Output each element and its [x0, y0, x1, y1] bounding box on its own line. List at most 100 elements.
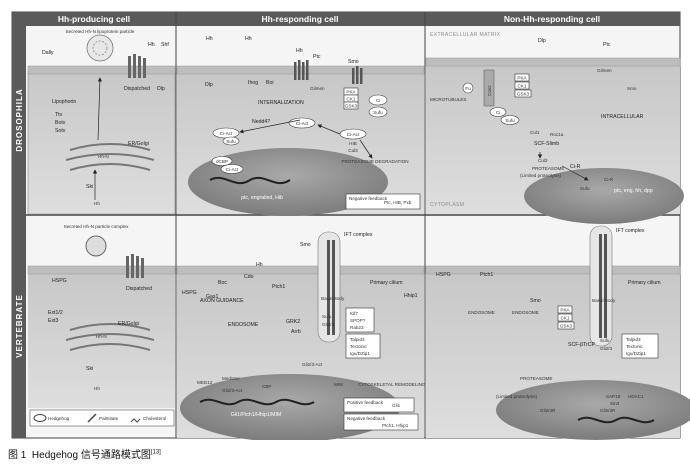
- sufu-label-2: Sufu: [505, 118, 515, 123]
- legend-hedgehog: Hedgehog: [48, 416, 70, 421]
- gsk3-box: [343, 101, 359, 110]
- ttv-label: Ttv: [55, 112, 63, 118]
- hhn-label: Hh-N: [98, 154, 109, 159]
- proteasome-degradation-label: PROTEASOME DEGRADATION: [341, 159, 408, 164]
- ck1-label-3: CK1: [561, 316, 570, 321]
- particle-complex-label: Secreted Hh-N particle complex: [64, 224, 130, 229]
- scf-btrcp-label: SCF-βTrCP: [568, 342, 596, 348]
- internalization-label: INTERNALIZATION: [258, 100, 304, 106]
- dna-helix: [209, 177, 291, 185]
- ciact1-label: Ci-Act: [220, 131, 233, 136]
- cos2-label: Cos2: [487, 85, 492, 96]
- ci-label: Ci: [376, 98, 380, 103]
- ski-label-2: Ski: [86, 366, 93, 372]
- negative-feedback-targets: Ptc, HIB, Pxb: [384, 200, 412, 205]
- er-label: ER/Golgi: [128, 141, 149, 147]
- mim-label: MIM: [334, 382, 343, 387]
- gliact-label: Gli2/3-Act: [302, 362, 323, 367]
- talpid3-label: Talpid3: [350, 337, 365, 342]
- mediator-label: Mediator: [222, 376, 240, 381]
- ciact4-label: Ci-Act: [226, 167, 239, 172]
- ck1-label: CK1: [347, 97, 356, 102]
- intracellular-label: INTRACELLULAR: [601, 114, 644, 120]
- hh-label-2: Hh: [256, 262, 263, 268]
- sufu-label-3: Sufu: [322, 314, 332, 319]
- glir-label: Gli2/3R: [540, 408, 556, 413]
- ci-label-2: Ci: [496, 110, 500, 115]
- hh-mrna-label-2: Hh: [94, 386, 100, 391]
- sufu-label: Sufu: [373, 110, 383, 115]
- caption-prefix: 图 1: [8, 450, 27, 461]
- endosome-label: ENDOSOME: [228, 322, 259, 328]
- legend: [29, 409, 175, 427]
- cdo-label: Cdo: [244, 274, 254, 280]
- nedd4-label: Nedd4?: [252, 119, 270, 125]
- dispatched-channel: [128, 54, 146, 78]
- figure-caption: 图 1 Hedgehog 信号通路模式图[13]: [8, 446, 161, 461]
- ptch1-label: Ptch1: [272, 284, 285, 290]
- row-label-vertebrate: VERTEBRATE: [15, 294, 24, 358]
- scf-slimb-label: SCF-Slimb: [534, 141, 559, 147]
- roc1a-label: Roc1a: [550, 132, 564, 137]
- sin3-label: Sin3: [610, 401, 620, 406]
- boc-label: Boc: [218, 280, 227, 286]
- lipophorin-label: Lipophorin: [52, 99, 76, 105]
- endosome-label-3: ENDOSOME: [512, 310, 539, 315]
- er-golgi: [65, 143, 155, 171]
- glir2-label: Gli2/3R: [600, 408, 616, 413]
- ptc-receptor: [294, 60, 309, 80]
- igu-label-2: Igu/DZip1: [626, 351, 646, 356]
- sotv-label: Sotv: [55, 128, 66, 134]
- caption-text: Hedgehog 信号通路模式图: [31, 450, 151, 461]
- talpid3-label-2: Talpid3: [626, 337, 641, 342]
- positive-feedback-target: Gli1: [392, 403, 401, 408]
- particle-label: Secreted Hh-N lipoprotein particle: [66, 29, 135, 34]
- arrb-label: Arrb: [291, 329, 301, 335]
- negative-feedback-label: Negative feedback: [349, 196, 388, 201]
- header-non-hh-responding: Non-Hh-responding cell: [504, 14, 600, 24]
- ext-label: Ext1/2: [48, 310, 63, 316]
- hh-label: Hh: [148, 42, 155, 48]
- ihog-label: Ihog: [248, 80, 258, 86]
- ift-label-2: IFT complex: [616, 228, 645, 234]
- basal-body-label-2: Basal Body: [592, 298, 616, 303]
- tectonic-label: Tectonic: [350, 344, 368, 349]
- ptc-label-2: Ptc: [603, 42, 611, 48]
- drosophila-non-responding-panel: EXTRACELLULAR MATRIX Dlp Ptc Gilmen MICR…: [425, 32, 684, 224]
- smo-label-2: Smo: [627, 86, 637, 91]
- boi-label: Boi: [266, 80, 274, 86]
- smo-label-4: Smo: [530, 298, 541, 304]
- drosophila-responding-panel: Hh Hh Hh Dlp Ihog Boi Ptc Smo Gilmen INT…: [176, 36, 425, 216]
- rab23-label: Rab23: [350, 325, 364, 330]
- limited-proteolysis-label: (Limited proteolysis): [520, 173, 562, 178]
- hspg-label-3: HSPG: [436, 272, 451, 278]
- hib-label: HIB: [349, 141, 357, 146]
- primary-cilium-label-2: Primary cilium: [628, 280, 661, 286]
- ski-label: Ski: [86, 184, 93, 190]
- cir2-label: Ci-R: [604, 177, 614, 182]
- ciact3-label: Ci-Act: [347, 132, 360, 137]
- nucleus-2: [524, 168, 684, 224]
- header-hh-responding: Hh-responding cell: [262, 14, 339, 24]
- dally-label: Dally: [42, 50, 54, 56]
- ift-label: IFT complex: [344, 232, 373, 238]
- limited-proteolysis-label-2: (Limited proteolysis): [496, 394, 538, 399]
- er-golgi-2: [65, 323, 155, 351]
- legend-cholesterol: Cholesterol: [143, 416, 166, 421]
- lipoprotein-particle: [86, 34, 114, 62]
- dispatched-channel-2: [126, 254, 144, 278]
- gsk3-label-3: GSK3: [560, 324, 573, 329]
- cholesterol-icon: [130, 418, 141, 423]
- kif7-label: Kif7: [350, 311, 358, 316]
- cytoskeletal-label: CYTOSKELETAL REMODELING: [358, 382, 426, 387]
- ext3-label: Ext3: [48, 318, 58, 324]
- fu-label: Fu: [465, 86, 471, 91]
- proteasome-label: PROTEASOME: [532, 166, 564, 171]
- cul3-label-2: Cul3: [538, 158, 548, 163]
- cir-label: Ci-R: [570, 164, 581, 170]
- gsk3-label-2: GSK3: [517, 92, 530, 97]
- positive-feedback-label: Positive feedback: [347, 400, 384, 405]
- nucleus-label: NUCLEUS: [552, 206, 579, 212]
- target-genes-label: ptc, engrailed, Hib: [241, 195, 283, 201]
- hh-mrna-label: Hh: [94, 201, 100, 206]
